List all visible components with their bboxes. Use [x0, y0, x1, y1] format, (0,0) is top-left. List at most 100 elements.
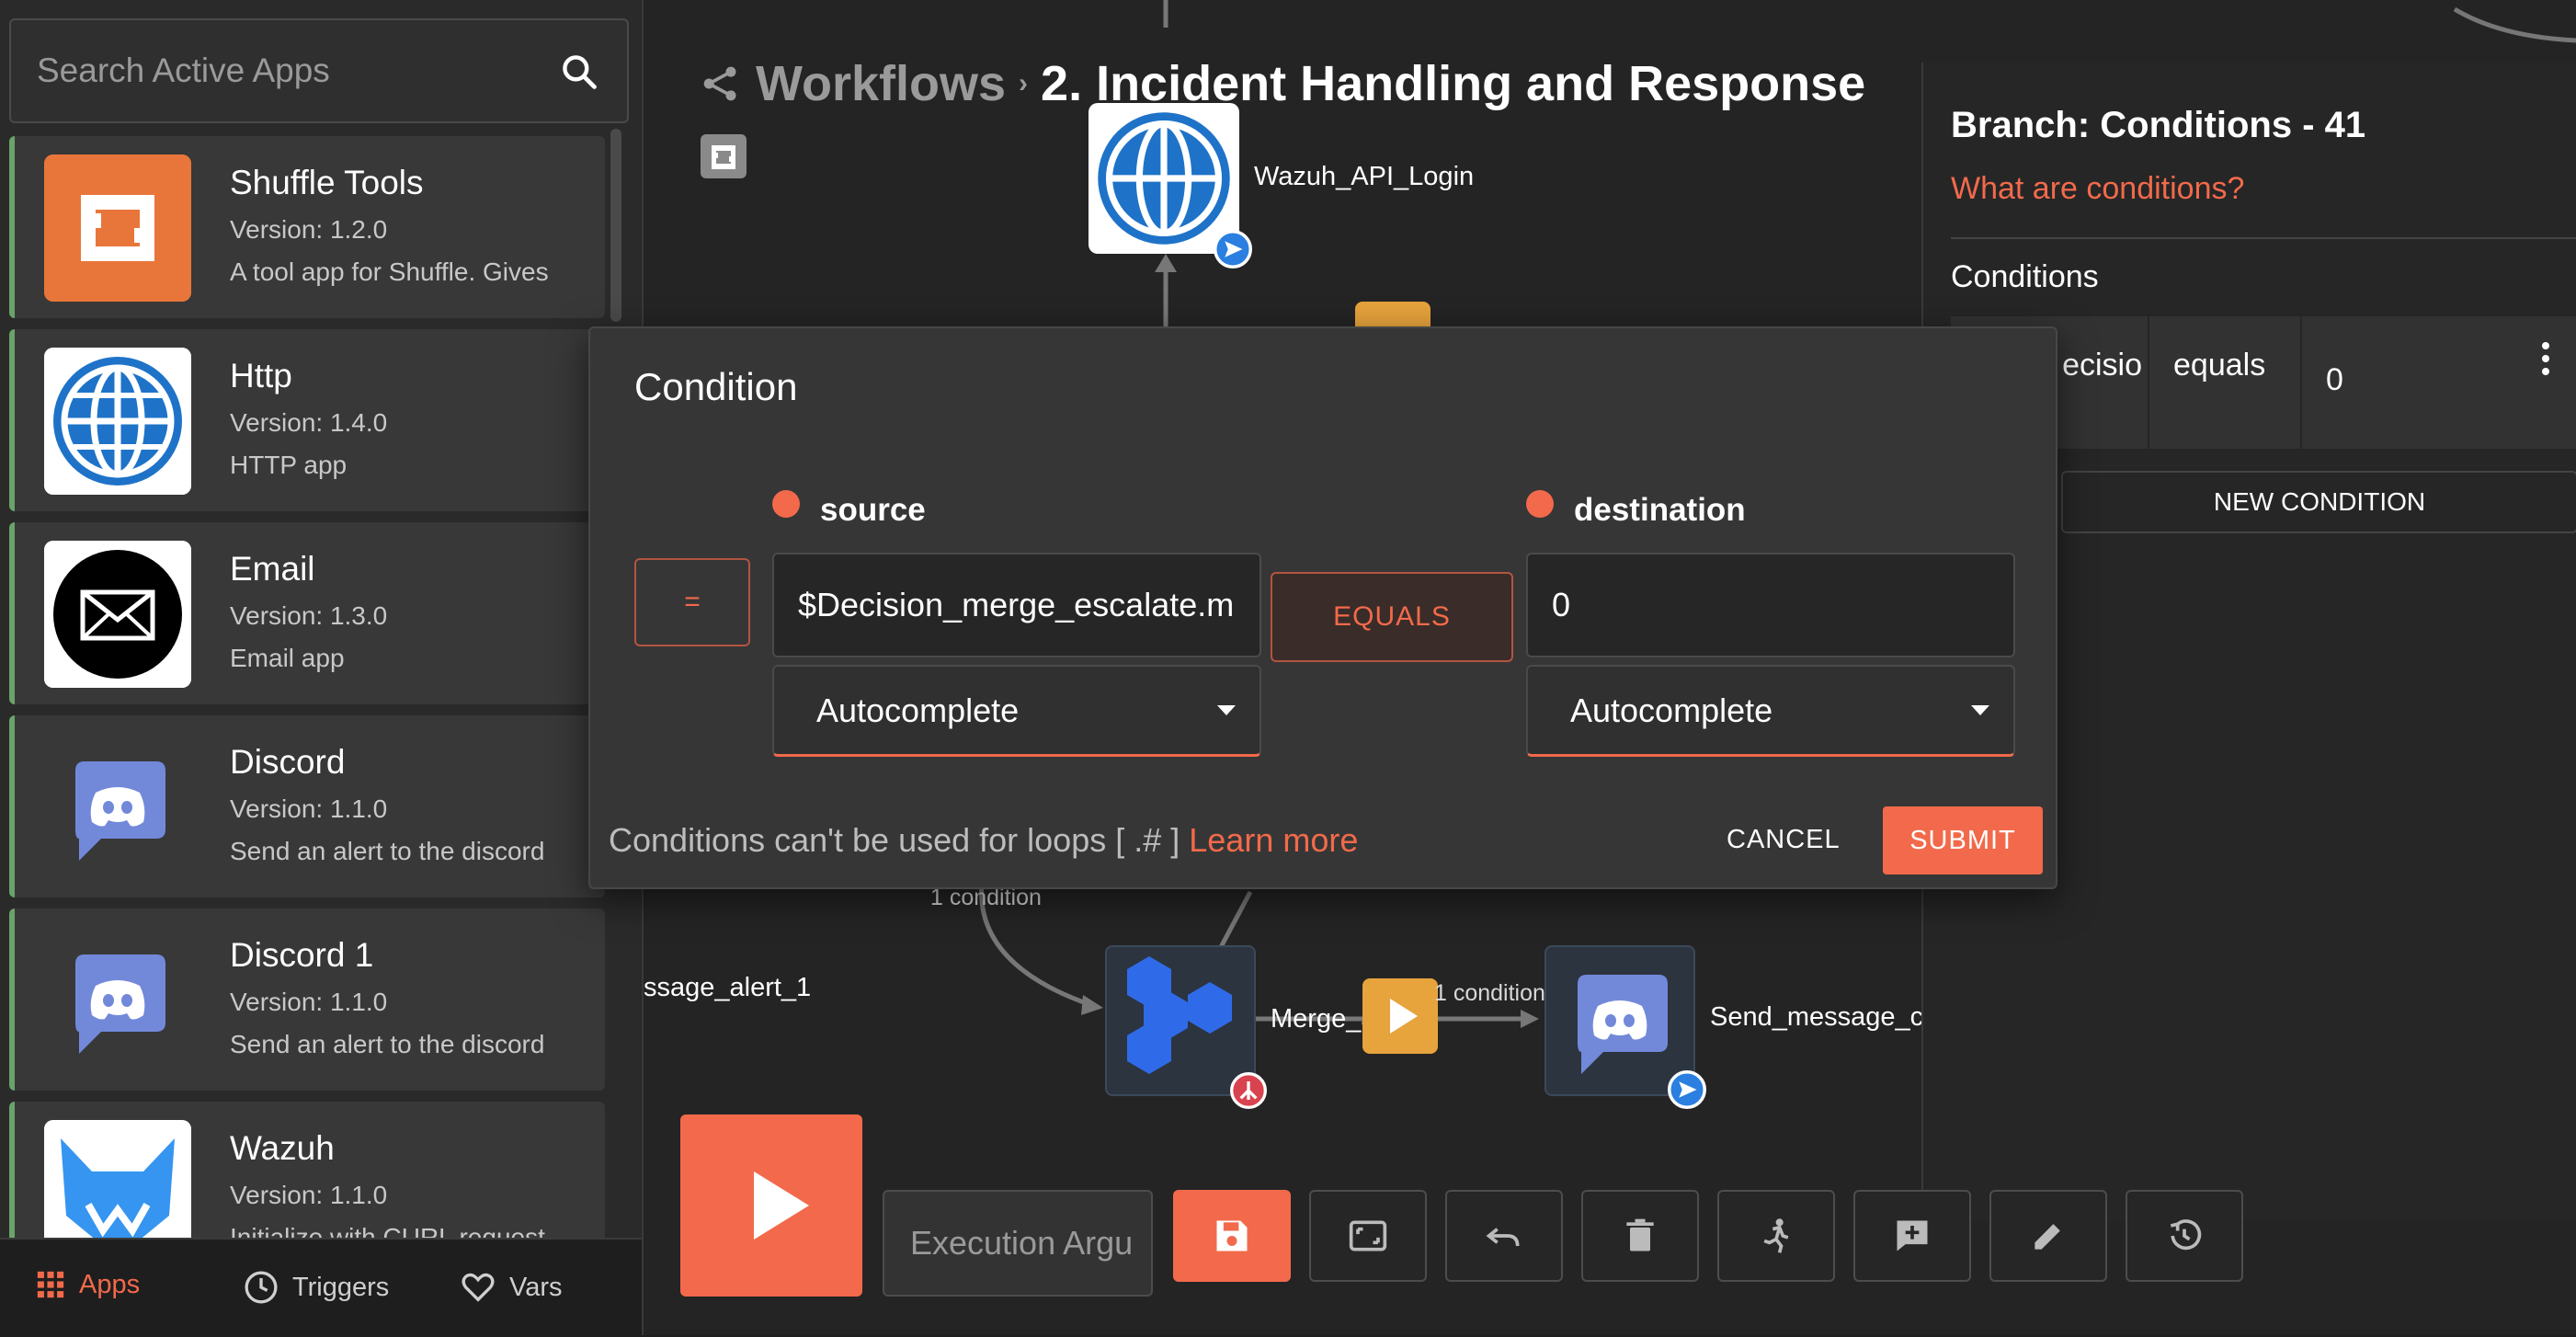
app-version: Version: 1.3.0 — [230, 601, 388, 630]
app-version: Version: 1.1.0 — [230, 1181, 388, 1209]
breadcrumb-separator: › — [1019, 68, 1029, 98]
app-name: Discord 1 — [230, 936, 374, 974]
branch-panel: Branch: Conditions - 41 What are conditi… — [1921, 63, 2576, 1221]
condition-dialog: Condition = source $Decision_merge_escal… — [588, 326, 2057, 889]
condition-source-cell: ecisio — [1951, 316, 2149, 449]
search-apps-input[interactable]: Search Active Apps — [9, 18, 629, 123]
breadcrumb-workflows-link[interactable]: Workflows — [756, 56, 1007, 111]
source-input[interactable]: $Decision_merge_escalate.m — [772, 553, 1261, 657]
app-description: Send an alert to the discord — [230, 837, 545, 865]
loop-note: Conditions can't be used for loops [ .# … — [609, 821, 1358, 860]
app-description: Initialize with CURL request — [230, 1223, 545, 1240]
learn-more-link[interactable]: Learn more — [1189, 821, 1359, 859]
app-description: Email app — [230, 644, 345, 672]
app-name: Discord — [230, 743, 346, 781]
discord-1-logo — [44, 927, 191, 1074]
clock-icon — [245, 1271, 278, 1304]
merge-badge-icon — [1230, 1072, 1267, 1109]
globe-icon — [44, 348, 191, 495]
run-icon — [1763, 1218, 1789, 1253]
branch-title: Branch: Conditions - 41 — [1951, 105, 2366, 145]
loop-note-text: Conditions can't be used for loops [ .# … — [609, 821, 1180, 859]
app-list: Shuffle Tools Version: 1.2.0 A tool app … — [9, 136, 616, 1240]
comment-icon — [1897, 1220, 1928, 1251]
app-version: Version: 1.2.0 — [230, 215, 388, 244]
execution-argument-input[interactable]: Execution Argu — [883, 1190, 1153, 1297]
app-card-wazuh[interactable]: Wazuh Version: 1.1.0 Initialize with CUR… — [9, 1102, 605, 1240]
breadcrumb: Workflows › 2. Incident Handling and Res… — [701, 55, 1865, 112]
shuffle-small-icon[interactable] — [701, 134, 747, 178]
app-card-email[interactable]: Email Version: 1.3.0 Email app — [9, 522, 605, 704]
send-badge-icon — [1214, 230, 1252, 269]
app-name: Shuffle Tools — [230, 164, 424, 201]
destination-label: destination — [1574, 492, 1746, 528]
destination-input[interactable]: 0 — [1526, 553, 2015, 657]
app-name: Http — [230, 357, 292, 394]
source-label: source — [820, 492, 926, 528]
node-send-message[interactable] — [1544, 945, 1706, 1109]
what-are-conditions-link[interactable]: What are conditions? — [1951, 171, 2245, 206]
history-button[interactable] — [2126, 1190, 2243, 1282]
edit-icon — [2035, 1224, 2060, 1250]
tab-triggers-label: Triggers — [292, 1272, 390, 1302]
app-version: Version: 1.1.0 — [230, 988, 388, 1016]
app-card-discord[interactable]: Discord Version: 1.1.0 Send an alert to … — [9, 715, 605, 897]
tab-vars-label: Vars — [509, 1272, 563, 1302]
tab-vars[interactable]: Vars — [460, 1269, 562, 1306]
heart-icon — [462, 1273, 495, 1302]
app-name: Wazuh — [230, 1129, 335, 1167]
hexagons-icon — [1127, 956, 1232, 1074]
condition-equals-button[interactable]: EQUALS — [1271, 572, 1513, 662]
panel-divider — [1951, 237, 2576, 239]
history-icon — [2170, 1219, 2202, 1251]
save-icon — [1216, 1220, 1248, 1251]
conditions-label: Conditions — [1951, 259, 2099, 294]
globe-icon — [1098, 112, 1230, 245]
condition-destination-text: 0 — [2326, 362, 2343, 397]
submit-button[interactable]: SUBMIT — [1883, 806, 2043, 874]
app-card-shuffle-tools[interactable]: Shuffle Tools Version: 1.2.0 A tool app … — [9, 136, 605, 318]
edge-label-right: 1 condition — [1434, 980, 1545, 1006]
chevron-down-icon — [1217, 705, 1236, 715]
app-card-discord-1[interactable]: Discord 1 Version: 1.1.0 Send an alert t… — [9, 908, 605, 1091]
condition-destination-cell: 0 — [2300, 316, 2576, 449]
app-sidebar: Search Active Apps Shuffle Tools Version… — [0, 0, 644, 1337]
operator-toggle-button[interactable]: = — [634, 558, 750, 646]
add-comment-button[interactable] — [1853, 1190, 1971, 1282]
destination-status-dot — [1526, 490, 1554, 518]
source-autocomplete-select[interactable]: Autocomplete — [772, 665, 1261, 757]
workflow-title: 2. Incident Handling and Response — [1041, 56, 1866, 111]
fit-view-button[interactable] — [1309, 1190, 1427, 1282]
app-description: Send an alert to the discord — [230, 1030, 545, 1058]
new-condition-button[interactable]: NEW CONDITION — [2061, 471, 2576, 533]
tab-triggers[interactable]: Triggers — [243, 1269, 389, 1306]
node-wazuh-api-login[interactable] — [1089, 103, 1252, 269]
tab-apps[interactable]: Apps — [35, 1269, 140, 1300]
workflow-edges — [979, 0, 2576, 1028]
shuffle-glyph-icon — [712, 145, 735, 169]
node-merge-alert[interactable] — [1105, 945, 1267, 1109]
more-vert-icon[interactable] — [2539, 340, 2552, 377]
dialog-title: Condition — [634, 365, 798, 408]
execute-workflow-button[interactable] — [680, 1114, 862, 1297]
undo-button[interactable] — [1445, 1190, 1563, 1282]
app-list-scrollbar[interactable] — [610, 129, 621, 322]
wazuh-logo — [44, 1120, 191, 1240]
condition-operator-cell: equals — [2148, 316, 2302, 449]
search-icon[interactable] — [559, 51, 599, 92]
node-play-trigger[interactable] — [1362, 978, 1438, 1054]
chevron-down-icon — [1971, 705, 1989, 715]
run-test-button[interactable] — [1717, 1190, 1835, 1282]
condition-source-text: ecisio — [2062, 348, 2142, 383]
save-button[interactable] — [1173, 1190, 1291, 1282]
app-version: Version: 1.1.0 — [230, 794, 388, 823]
envelope-icon — [44, 541, 191, 688]
edit-button[interactable] — [1989, 1190, 2107, 1282]
shuffle-logo-icon — [44, 154, 191, 302]
workflow-icon — [703, 66, 736, 101]
discord-logo — [44, 734, 191, 881]
app-card-http[interactable]: Http Version: 1.4.0 HTTP app — [9, 329, 605, 511]
destination-autocomplete-select[interactable]: Autocomplete — [1526, 665, 2015, 757]
delete-button[interactable] — [1581, 1190, 1699, 1282]
cancel-button[interactable]: CANCEL — [1727, 825, 1841, 854]
